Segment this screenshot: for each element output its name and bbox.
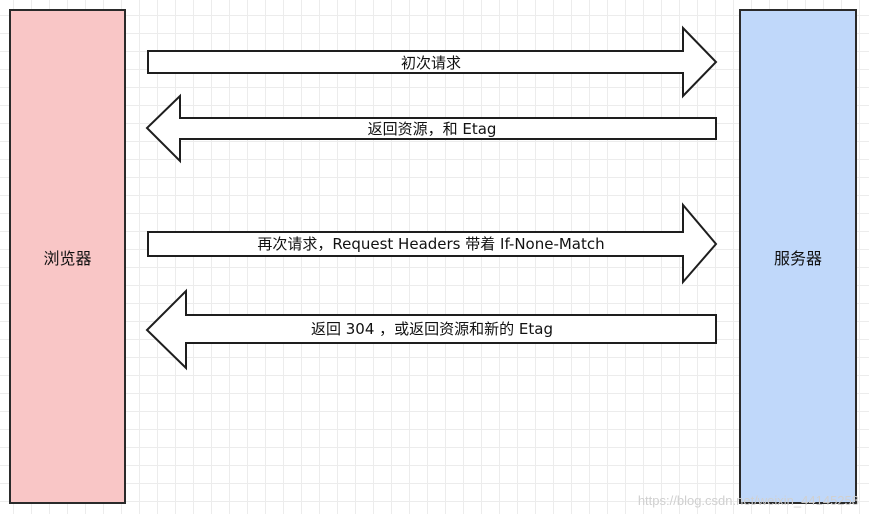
arrow-second-request: 再次请求，Request Headers 带着 If-None-Match [147,202,718,285]
arrow-label-3: 再次请求，Request Headers 带着 If-None-Match [257,235,604,253]
arrow-return-resource-etag: 返回资源，和 Etag [145,93,717,164]
browser-label: 浏览器 [43,248,92,268]
server-label: 服务器 [773,248,822,268]
watermark-text: https://blog.csdn.net/weixin_44145258 [637,493,859,508]
browser-node: 浏览器 [9,9,126,504]
arrow-label-1: 初次请求 [401,54,461,72]
arrow-initial-request: 初次请求 [147,25,718,99]
server-node: 服务器 [739,9,857,504]
arrow-label-2: 返回资源，和 Etag [368,120,497,138]
arrow-label-4: 返回 304 ，或返回资源和新的 Etag [311,320,553,338]
arrow-return-304: 返回 304 ，或返回资源和新的 Etag [145,288,717,371]
